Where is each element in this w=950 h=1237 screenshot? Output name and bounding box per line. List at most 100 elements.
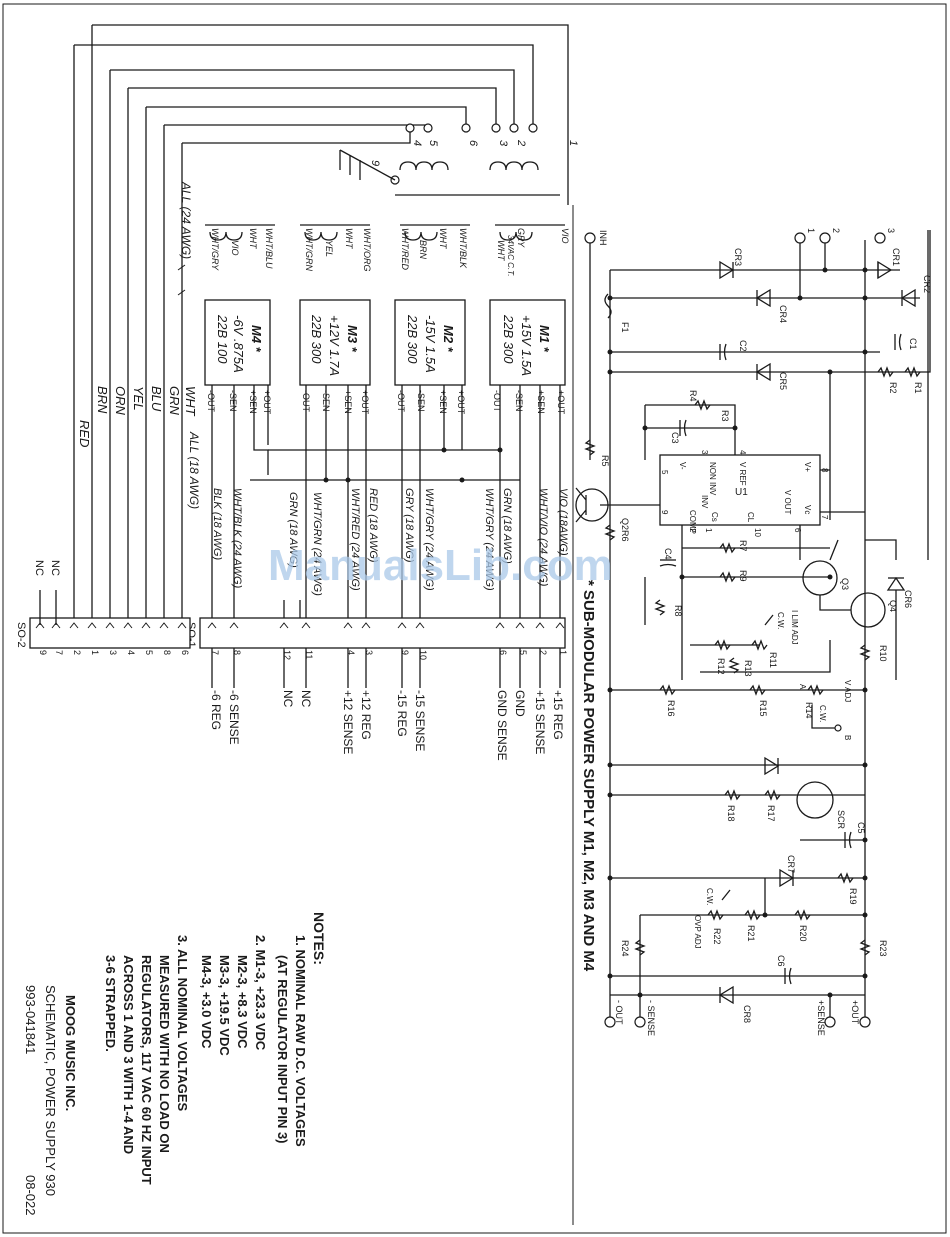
- label-cw-2: C.W.: [818, 705, 827, 722]
- cr3-symbol: [719, 260, 735, 280]
- harness-wht-blk: WHT/BLK (24 AWG): [231, 488, 243, 589]
- label-ilim: I LIM ADJ: [790, 610, 799, 645]
- m2-wire-d: WHT/BLK: [458, 228, 468, 269]
- m1-sen-pos: +SEN: [536, 390, 546, 414]
- label-r24: R24: [620, 940, 630, 957]
- tx-pin-5: 5: [427, 140, 439, 147]
- m1-wire-b: GRY: [516, 228, 526, 248]
- label-vadj: V ADJ: [843, 680, 852, 702]
- m4-out-pos: +OUT: [262, 390, 272, 415]
- ic-pin-cs: Cs: [710, 512, 719, 522]
- m2-rating: -15V 1.5A: [423, 315, 438, 373]
- harness-wht-red: WHT/RED (24 AWG): [349, 488, 361, 591]
- so1-pin-5: 5: [518, 650, 528, 655]
- ic-pin-non: NON INV: [708, 462, 717, 496]
- label-r4: R4: [688, 390, 698, 402]
- m1-ac: 34VAC C.T.: [506, 235, 515, 277]
- label-q4: SCR: [836, 810, 846, 830]
- label-r18: R18: [726, 805, 736, 822]
- label-r6: R6: [620, 530, 630, 542]
- sig-nc-a: NC: [299, 690, 313, 708]
- term-1: 1: [806, 228, 816, 233]
- so2-pin-6: 6: [180, 650, 190, 655]
- sig-m6-sense: -6 SENSE: [227, 690, 241, 745]
- so2-nc-a: NC: [49, 560, 61, 576]
- m2-out-pos: +OUT: [456, 390, 466, 415]
- so1-pin-9: 9: [400, 650, 410, 655]
- notes-block: NOTES: 1. NOMINAL RAW D.C. VOLTAGES (AT …: [103, 912, 327, 1185]
- m3-rating: +12V 1.7A: [327, 315, 342, 376]
- label-cr4: CR4: [778, 305, 788, 323]
- label-r5: R5: [600, 455, 610, 467]
- so2-label: SO-2: [15, 622, 27, 648]
- wire-label-brn: BRN: [95, 386, 110, 414]
- label-r1: R1: [913, 382, 923, 394]
- label-cw-3: C.W.: [705, 888, 714, 905]
- label-r21: R21: [746, 925, 756, 942]
- so1-pin-12: 12: [282, 650, 292, 660]
- so1-pin-2: 2: [538, 650, 548, 655]
- m4-ref: M4 *: [249, 325, 264, 353]
- diagram-subtitle: * SUB-MODULAR POWER SUPPLY M1, M2, M3 AN…: [580, 580, 597, 972]
- cr2-symbol: [900, 288, 916, 308]
- so1-pin-10: 10: [418, 650, 428, 660]
- note-2-m3: M3-3, +19.5 VDC: [217, 955, 232, 1056]
- label-ovp: OVP ADJ: [693, 915, 702, 949]
- label-r2: R2: [888, 382, 898, 394]
- tx-pin-1: 1: [567, 140, 579, 146]
- so2-pin-5: 5: [144, 650, 154, 655]
- harness-gry: GRY (18 AWG): [403, 488, 415, 563]
- label-r22: R22: [712, 928, 722, 945]
- transistor-q3: [850, 592, 886, 628]
- harness-blk: BLK (18 AWG): [211, 488, 223, 560]
- note-3-line-4: ACROSS 1 AND 3 WITH 1-4 AND: [121, 955, 136, 1154]
- so1-pin-1: 1: [558, 650, 568, 655]
- ic-u1-label: U1: [735, 487, 748, 498]
- ic-pin-cl: CL: [746, 512, 755, 523]
- title-company: MOOG MUSIC INC.: [63, 995, 78, 1111]
- m3-ref: M3 *: [345, 325, 360, 353]
- m2-out-neg: -OUT: [396, 390, 406, 412]
- m2-part: 22B 300: [405, 314, 420, 364]
- sig-15-reg: +15 REG: [551, 690, 565, 740]
- m2-wire-a: WHT/RED: [400, 228, 410, 270]
- m4-sen-neg: -SEN: [228, 390, 238, 412]
- note-3-line-2: MEASURED WITH NO LOAD ON: [157, 955, 172, 1153]
- label-r11: R11: [768, 652, 778, 668]
- note-1-line-1: 1. NOMINAL RAW D.C. VOLTAGES: [293, 935, 308, 1147]
- module-output-wires: [211, 385, 561, 625]
- m4-wire-a: WHT/GRY: [210, 228, 220, 271]
- ic-pinnum-2: 2: [688, 528, 697, 533]
- note-3-line-5: 3-6 STRAPPED.: [103, 955, 118, 1052]
- m1-rating: +15V 1.5A: [519, 315, 534, 376]
- note-1-line-2: (AT REGULATOR INPUT PIN 3): [275, 955, 290, 1144]
- harness-red: RED (18 AWG): [367, 488, 379, 563]
- ic-pin-vminus: V-: [678, 462, 687, 470]
- ic-pin-vplus: V+: [803, 462, 812, 472]
- m1-part: 22B 300: [501, 314, 516, 364]
- m2-wire-c: WHT: [438, 228, 448, 250]
- title-part-number: 993-041841: [23, 985, 38, 1054]
- ic-pinnum-7: 7: [820, 515, 829, 520]
- label-c1: C1: [908, 338, 918, 350]
- label-q2: Q3: [840, 578, 850, 590]
- so1-pin-4: 4: [346, 650, 356, 655]
- m2-wire-b: BRN: [418, 240, 428, 260]
- label-c3: C3: [670, 432, 680, 444]
- label-r10: R10: [878, 645, 888, 662]
- regulator-schematic: INH 1 2 3 CR3 CR1 CR4 CR2 F1 C2 C1 CR5: [575, 228, 932, 1036]
- m4-wire-b: VIO: [230, 240, 240, 256]
- harness-grn-b: GRN (18 AWG): [287, 492, 299, 568]
- label-c5: C5: [856, 822, 866, 834]
- so2-pin-7: 7: [54, 650, 64, 655]
- harness-wht-gry-a: WHT/GRY (24 AWG): [483, 488, 495, 591]
- harness-grn: GRN (18 AWG): [501, 488, 513, 564]
- m2-sen-pos: +SEN: [438, 390, 448, 414]
- m3-wire-b: YEL: [324, 240, 334, 257]
- m3-part: 22B 300: [309, 314, 324, 364]
- wire-label-orn: ORN: [113, 386, 128, 416]
- term-out-pos: +OUT: [850, 1000, 860, 1025]
- m4-out-neg: -OUT: [206, 390, 216, 412]
- m4-part: 22B 100: [215, 314, 230, 364]
- ic-u1: U1 NON INV V REF V+ V- INV V OUT Vc COMP…: [659, 450, 829, 537]
